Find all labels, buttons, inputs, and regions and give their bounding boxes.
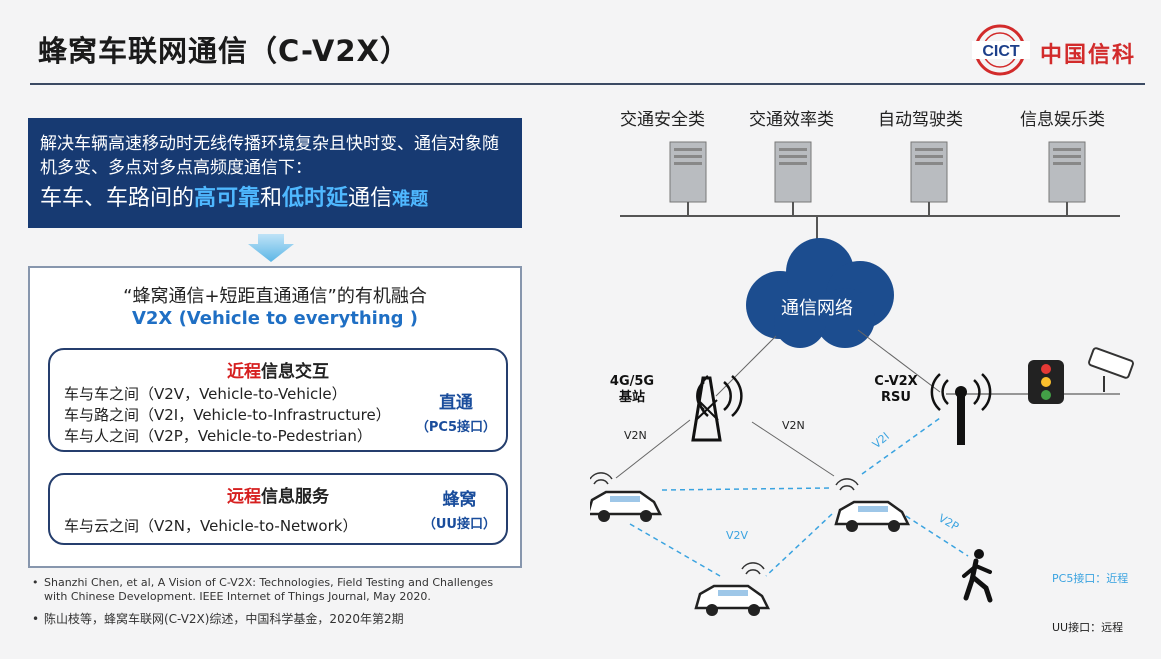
problem-statement: 解决车辆高速移动时无线传播环境复杂且快时变、通信对象随机多变、多点对多点高频度通… (28, 118, 522, 228)
highlight-challenge: 难题 (392, 189, 429, 210)
rsu-icon (930, 373, 992, 445)
traffic-light-icon (1028, 360, 1064, 404)
problem-text: 和 (260, 186, 283, 211)
card-title: 近程信息交互 (50, 357, 506, 382)
list-item: 车与人之间（V2P，Vehicle-to-Pedestrian） (64, 427, 372, 445)
interface-label-pc5: 直通 （PC5接口） (416, 388, 496, 435)
category-safety: 交通安全类 (620, 110, 705, 130)
rsu-label-line: RSU (881, 390, 911, 405)
base-station-icon (691, 375, 743, 442)
short-range-card: 近程信息交互 车与车之间（V2V，Vehicle-to-Vehicle） 车与路… (48, 348, 508, 452)
problem-text: 车车、车路间的 (40, 186, 195, 211)
server-icon (1048, 141, 1086, 203)
card-title: 远程信息服务 (50, 482, 506, 507)
car-icon (834, 478, 911, 532)
category-efficiency: 交通效率类 (749, 110, 834, 130)
rsu-label-line: C-V2X (874, 374, 918, 389)
camera-icon (1088, 347, 1134, 392)
category-autonomous: 自动驾驶类 (878, 110, 963, 130)
references: Shanzhi Chen, et al, A Vision of C-V2X: … (32, 576, 512, 626)
interface-label-uu: 蜂窝 （UU接口） (423, 485, 496, 532)
interface-name: 蜂窝 (442, 490, 477, 510)
list-item: 车与路之间（V2I，Vehicle-to-Infrastructure） (64, 406, 391, 424)
fusion-panel: “蜂窝通信+短距直通通信”的有机融合 V2X (Vehicle to every… (28, 266, 522, 568)
cloud-icon (746, 238, 894, 348)
fusion-title: “蜂窝通信+短距直通通信”的有机融合 (123, 286, 427, 307)
fusion-subtitle: V2X (Vehicle to everything ) (131, 308, 419, 329)
card-title-rest: 信息服务 (261, 487, 329, 507)
card-title-highlight: 近程 (227, 362, 261, 382)
car-icon (694, 562, 771, 616)
legend-pc5: PC5接口：近程 (1052, 572, 1129, 585)
highlight-reliability: 高可靠 (194, 186, 261, 211)
highlight-latency: 低时延 (282, 186, 349, 211)
base-station-label-line: 4G/5G (609, 374, 655, 389)
link-label-v2n: V2N (624, 429, 647, 442)
base-station-label: 4G/5G 基站 (604, 374, 660, 406)
card-title-rest: 信息交互 (261, 362, 329, 382)
problem-line-2: 车车、车路间的高可靠和低时延通信难题 (40, 182, 510, 217)
reference-1: Shanzhi Chen, et al, A Vision of C-V2X: … (32, 576, 512, 604)
list-item: 车与云之间（V2N，Vehicle-to-Network） (64, 517, 358, 535)
server-icon (669, 141, 707, 203)
base-station-label-line: 基站 (618, 390, 645, 405)
pedestrian-icon (962, 549, 993, 603)
cloud-label: 通信网络 (781, 298, 853, 319)
rsu-label: C-V2X RSU (866, 374, 926, 406)
link-label-v2v: V2V (726, 529, 749, 542)
car-icon (590, 472, 663, 522)
list-item: 车与车之间（V2V，Vehicle-to-Vehicle） (64, 385, 347, 403)
reference-2: 陈山枝等，蜂窝车联网(C-V2X)综述，中国科学基金，2020年第2期 (32, 612, 512, 626)
card-title-highlight: 远程 (227, 487, 261, 507)
server-icon (774, 141, 812, 203)
svg-text:CICT: CICT (982, 43, 1020, 60)
interface-name: 直通 (438, 393, 473, 413)
arrow-down-icon (248, 234, 294, 262)
problem-text: 通信 (348, 186, 393, 211)
network-diagram (590, 141, 1134, 616)
server-icon (910, 141, 948, 203)
category-infotainment: 信息娱乐类 (1020, 110, 1105, 130)
cict-logo: CICT (972, 24, 1030, 76)
long-range-card: 远程信息服务 车与云之间（V2N，Vehicle-to-Network） 蜂窝 … (48, 473, 508, 545)
logo-text: 中国信科 (1040, 43, 1137, 68)
interface-type: （PC5接口） (415, 420, 496, 435)
problem-line-1: 解决车辆高速移动时无线传播环境复杂且快时变、通信对象随机多变、多点对多点高频度通… (40, 134, 499, 178)
title-divider (30, 83, 1145, 85)
legend-uu: UU接口：远程 (1052, 621, 1124, 634)
page-title: 蜂窝车联网通信（C-V2X） (38, 34, 410, 68)
interface-type: （UU接口） (422, 517, 496, 532)
link-label-v2n: V2N (782, 419, 805, 432)
